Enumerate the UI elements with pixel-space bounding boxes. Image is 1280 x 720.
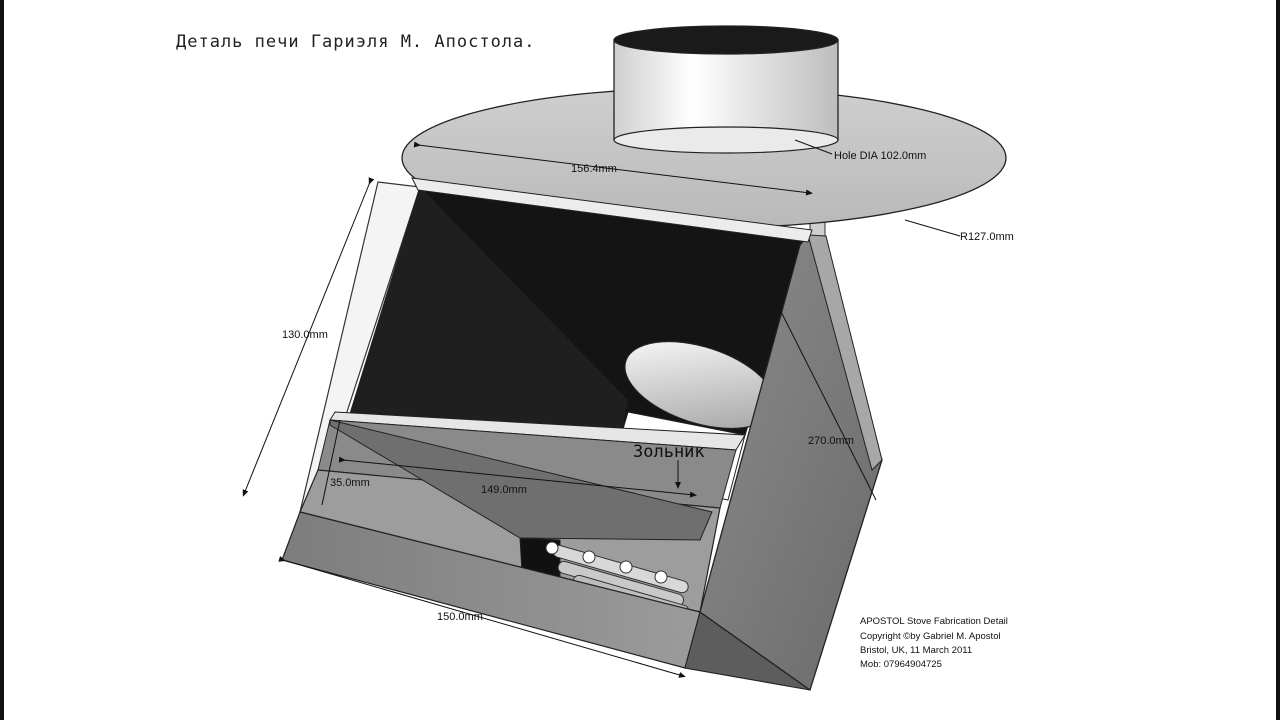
dim-depth: 270.0mm bbox=[808, 435, 854, 447]
dim-hole-dia: Hole DIA 102.0mm bbox=[834, 150, 926, 162]
dim-ash-height: 35.0mm bbox=[330, 477, 370, 489]
ash-pan-label: Зольник bbox=[633, 442, 705, 462]
dim-inner-width: 149.0mm bbox=[481, 484, 527, 496]
credits-block: APOSTOL Stove Fabrication Detail Copyrig… bbox=[860, 616, 1008, 670]
firebox-back-wall bbox=[350, 187, 628, 470]
diagram-title: Деталь печи Гариэля М. Апостола. bbox=[176, 32, 536, 52]
dim-top-width: 156.4mm bbox=[571, 163, 617, 175]
dim-radius: R127.0mm bbox=[960, 231, 1014, 243]
dimension-lines bbox=[242, 139, 961, 678]
dim-height: 130.0mm bbox=[282, 329, 328, 341]
left-frame-bar bbox=[0, 0, 4, 720]
right-panel-edge bbox=[807, 234, 883, 471]
credit-line-4: Mob: 07964904725 bbox=[860, 659, 942, 670]
right-frame-bar bbox=[1276, 0, 1280, 720]
dim-bottom-width: 150.0mm bbox=[437, 611, 483, 623]
credit-line-1: APOSTOL Stove Fabrication Detail bbox=[860, 616, 1008, 627]
credit-line-3: Bristol, UK, 11 March 2011 bbox=[860, 645, 972, 656]
credit-line-2: Copyright ©by Gabriel M. Apostol bbox=[860, 631, 1001, 642]
chimney-pipe bbox=[613, 25, 839, 154]
